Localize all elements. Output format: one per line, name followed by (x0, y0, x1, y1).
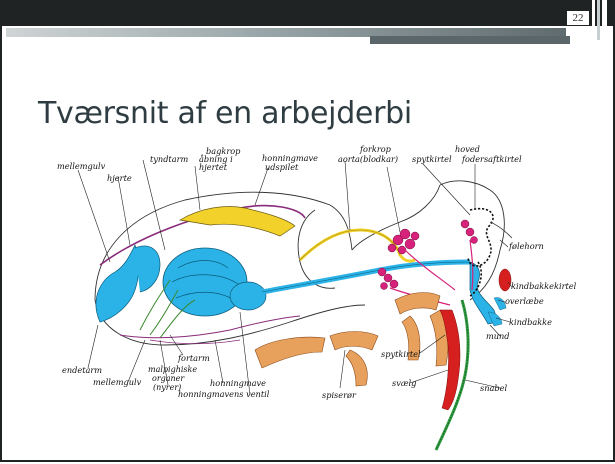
label-fodersaftkirtel: fodersaftkirtel (461, 154, 522, 164)
label-aorta: aorta(blodkar) (338, 154, 398, 164)
label-fortarm: fortarm (177, 353, 210, 363)
label-kindbakkekirtel: kindbakkekirtel (511, 281, 577, 291)
label-organer: organer (152, 374, 185, 383)
label-overlaebe: overlæbe (505, 296, 544, 306)
label-honningmave-udspilet-2: udspilet (265, 162, 299, 172)
antenna (490, 222, 512, 238)
label-malpighiske: malpighiske (148, 365, 197, 374)
salivary-glands (378, 220, 478, 290)
label-forkrop: forkrop (359, 144, 392, 154)
label-mellemgulv-low: mellemgulv (93, 377, 142, 387)
label-spytkirtel-low: spytkirtel (381, 349, 421, 359)
label-hjerte: hjerte (107, 173, 132, 183)
label-mellemgulv-top: mellemgulv (57, 161, 106, 171)
label-svaelg: svælg (392, 378, 416, 388)
label-kindbakke: kindbakke (509, 317, 552, 327)
label-honningmavens-ventil: honningmavens ventil (178, 389, 270, 399)
label-honningmave-low: honningmave (210, 378, 266, 388)
label-hjertet: hjertet (199, 162, 228, 172)
label-tyndtarm: tyndtarm (150, 154, 189, 164)
label-mund: mund (486, 331, 510, 341)
label-spiseror: spiserør (322, 390, 357, 400)
label-folehorn: følehorn (508, 241, 544, 251)
label-spytkirtel-top: spytkirtel (412, 154, 452, 164)
label-endetarm: endetarm (62, 365, 102, 375)
label-hoved: hoved (455, 144, 480, 154)
label-snabel: snabel (480, 383, 507, 393)
legs (255, 293, 448, 386)
